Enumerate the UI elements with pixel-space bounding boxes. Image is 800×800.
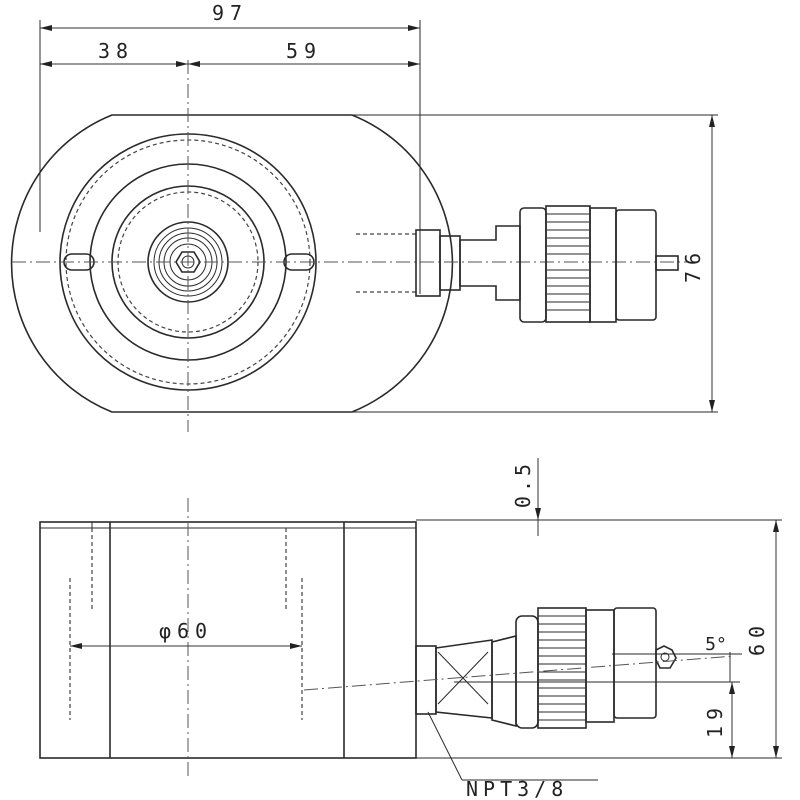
npt-port-label: NPT3/8 <box>466 777 568 800</box>
top-view: 97 38 59 76 <box>10 1 718 432</box>
top-coupler <box>415 205 679 323</box>
dim-76: 76 <box>681 247 705 283</box>
side-coupler <box>415 607 677 729</box>
dim-38: 38 <box>98 39 134 63</box>
knurled-sleeve <box>545 205 591 323</box>
top-body-outline <box>10 114 454 413</box>
side-view: φ60 0.5 60 <box>39 458 782 800</box>
dim-19: 19 <box>703 702 727 738</box>
dim-phi60: φ60 <box>159 619 213 643</box>
dim-60: 60 <box>745 620 769 656</box>
side-body-outline <box>39 521 417 759</box>
dim-5deg: 5° <box>705 634 727 655</box>
dim-0-5: 0.5 <box>511 460 535 508</box>
dim-97: 97 <box>212 1 248 25</box>
dim-59: 59 <box>286 39 322 63</box>
